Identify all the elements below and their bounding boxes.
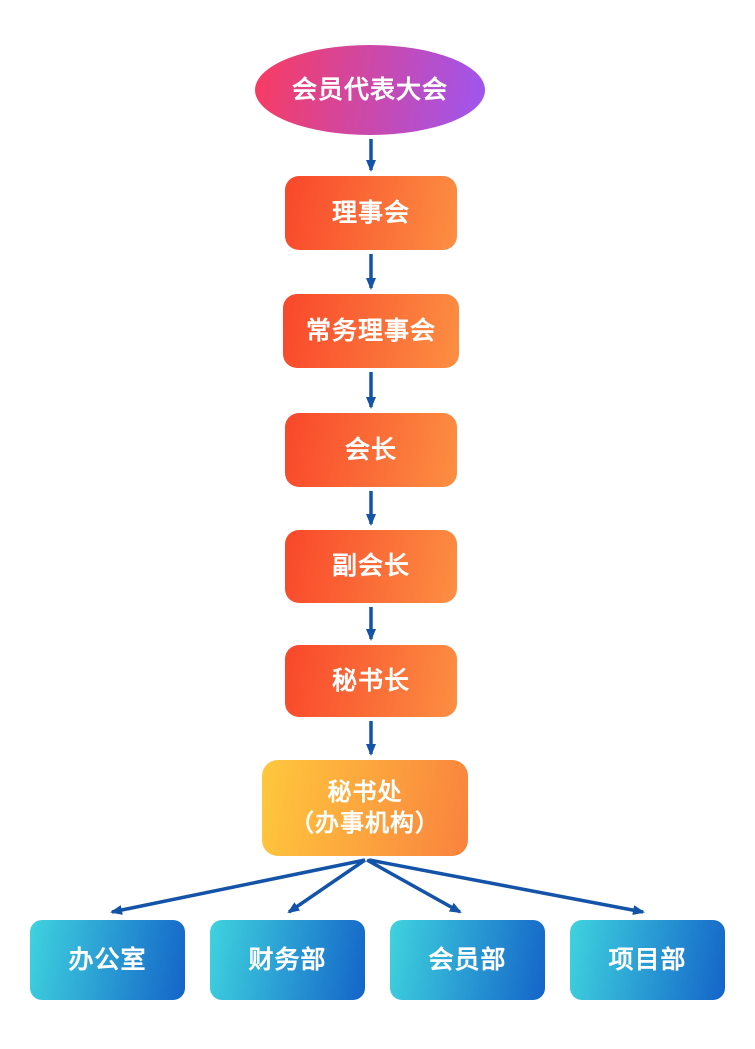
node-project-dept-label: 项目部 [608, 945, 687, 974]
node-secretary-general: 秘书长 [285, 645, 457, 717]
node-council-label: 理事会 [331, 198, 410, 227]
node-project-dept: 项目部 [570, 920, 725, 1000]
node-secretariat-label-line1: 秘书处 [327, 778, 403, 806]
node-vice-president-label: 副会长 [331, 552, 410, 581]
node-vice-president: 副会长 [285, 530, 457, 603]
node-standing-council-label: 常务理事会 [305, 316, 436, 345]
node-secretariat-label-line2: （办事机构） [290, 810, 440, 837]
node-finance-dept-label: 财务部 [248, 945, 327, 974]
node-secretary-general-label: 秘书长 [331, 666, 410, 695]
node-office-dept: 办公室 [30, 920, 185, 1000]
node-president: 会长 [285, 413, 457, 487]
node-membership-dept-label: 会员部 [428, 945, 507, 974]
node-finance-dept: 财务部 [210, 920, 365, 1000]
node-office-dept-label: 办公室 [68, 945, 147, 974]
node-member-assembly-label: 会员代表大会 [291, 75, 448, 104]
node-secretariat: 秘书处 （办事机构） [262, 760, 468, 856]
node-member-assembly: 会员代表大会 [255, 45, 485, 135]
node-membership-dept: 会员部 [390, 920, 545, 1000]
node-standing-council: 常务理事会 [283, 294, 459, 368]
node-president-label: 会长 [344, 435, 397, 464]
node-council: 理事会 [285, 176, 457, 250]
